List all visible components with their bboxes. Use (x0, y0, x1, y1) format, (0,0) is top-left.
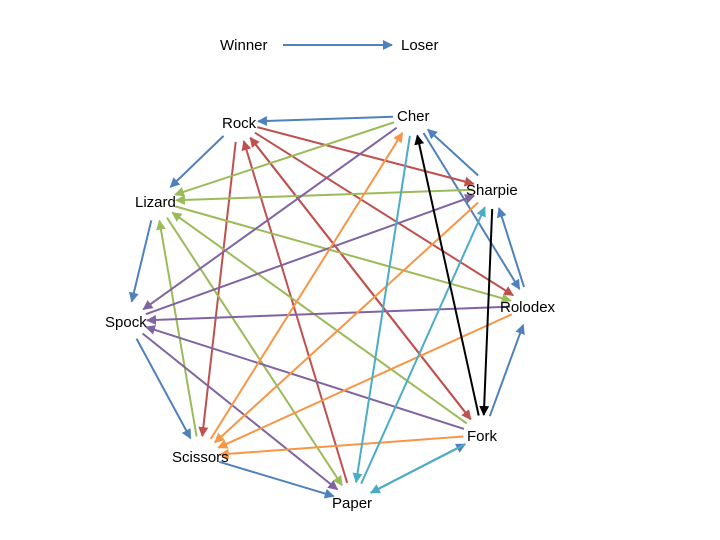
node-rock: Rock (222, 115, 257, 132)
edge-fork-to-spock (145, 325, 465, 430)
edge-spock-to-paper (141, 332, 339, 491)
edge-rock-to-rolodex (254, 131, 514, 297)
edge-cher-to-rock (257, 115, 394, 126)
edge-sharpie-to-fork (479, 208, 494, 416)
edges (128, 115, 525, 499)
node-lizard: Lizard (135, 194, 176, 211)
nodes: Rock Cher Sharpie Rolodex Fork Paper Sci… (105, 108, 556, 512)
node-paper: Paper (332, 495, 372, 512)
edge-rock-to-lizard (169, 135, 225, 188)
edge-paper-to-sharpie (360, 206, 486, 485)
node-sharpie: Sharpie (466, 182, 518, 199)
edge-rock-to-sharpie (257, 126, 475, 187)
edge-rolodex-to-scissors (217, 313, 513, 449)
edge-fork-to-lizard (171, 211, 468, 425)
edge-fork-to-paper (369, 443, 466, 494)
edge-scissors-to-lizard (156, 219, 198, 437)
legend-loser-label: Loser (401, 37, 439, 54)
edge-fork-to-scissors (218, 435, 464, 459)
edge-lizard-to-paper (166, 217, 343, 487)
edge-sharpie-to-scissors (214, 201, 479, 444)
node-spock: Spock (105, 314, 147, 331)
edge-rolodex-to-sharpie (496, 207, 525, 288)
edge-cher-to-paper (352, 135, 411, 484)
edge-fork-to-rolodex (488, 323, 525, 417)
edge-rolodex-to-spock (146, 305, 511, 325)
edge-spock-to-scissors (135, 338, 192, 440)
edge-sharpie-to-lizard (175, 188, 474, 205)
legend-winner-label: Winner (220, 37, 268, 54)
edge-sharpie-to-cher (427, 128, 479, 177)
edge-scissors-to-cher (209, 132, 404, 440)
edge-spock-to-sharpie (145, 194, 476, 316)
node-scissors: Scissors (172, 449, 229, 466)
edge-cher-to-lizard (174, 121, 395, 197)
node-rolodex: Rolodex (500, 299, 556, 316)
edge-scissors-to-paper (218, 460, 335, 499)
node-cher: Cher (397, 108, 430, 125)
edge-fork-to-cher (414, 134, 480, 416)
node-fork: Fork (467, 428, 498, 445)
edge-fork-to-rock (249, 136, 472, 420)
edge-lizard-to-rolodex (175, 205, 512, 303)
edge-cher-to-rolodex (422, 132, 521, 290)
legend: Winner Loser (220, 37, 439, 54)
edge-paper-to-rock (241, 140, 349, 484)
edge-cher-to-spock (142, 126, 398, 311)
edge-rock-to-scissors (198, 141, 237, 438)
edge-lizard-to-spock (128, 220, 153, 303)
